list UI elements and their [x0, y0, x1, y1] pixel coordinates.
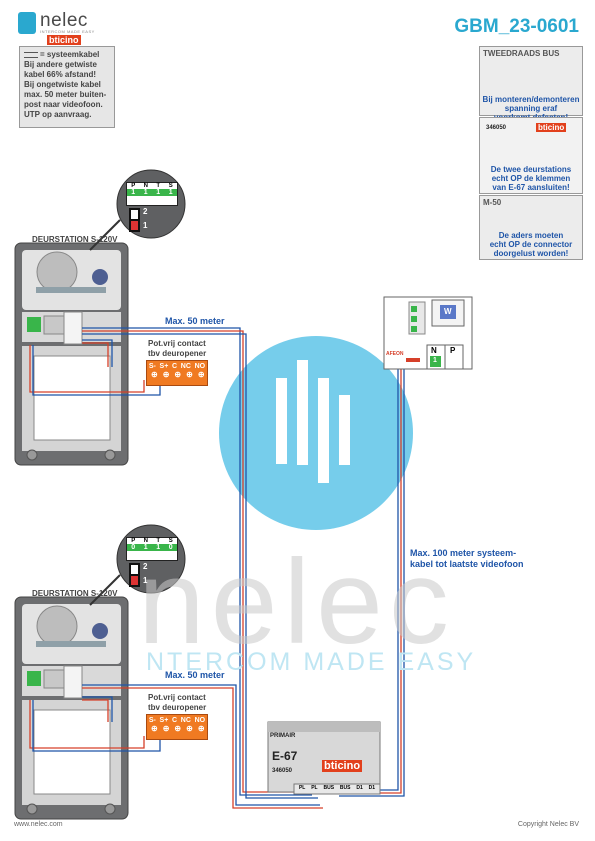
station1-title: DEURSTATION S-120V: [32, 235, 118, 244]
watermark-text: nelec: [138, 535, 455, 669]
nelec-logo-icon: [18, 12, 36, 34]
footer-copyright: Copyright Nelec BV: [517, 821, 579, 828]
footer-website[interactable]: www.nelec.com: [14, 821, 63, 828]
brand-name: nelec: [40, 10, 88, 31]
watermark-circle: [219, 336, 413, 530]
bus-warning-panel: TWEEDRAADS BUS Bij monteren/demonteren s…: [479, 46, 583, 122]
m50-panel: M-50 De aders moeten echt OP de connecto…: [479, 195, 583, 260]
door-station-2: [14, 596, 129, 820]
watermark-tagline: NTERCOM MADE EASY: [146, 648, 477, 676]
power-supply-e67: [267, 721, 381, 795]
system-cable-legend-icon: [24, 51, 38, 58]
terminal-green-1: [27, 317, 41, 332]
door-relay-1: S- S+ C NC NO ⊕⊕⊕⊕⊕: [146, 360, 208, 386]
station2-cable-length: Max. 50 meter: [165, 670, 225, 680]
watermark-logo-icon: [276, 360, 350, 483]
psu-model: E-67: [272, 749, 298, 763]
psu-terminals: PL PL BUS BUS D1 D1: [298, 785, 376, 791]
station2-relay-title: Pot.vrij contact tbv deuropener: [148, 693, 207, 712]
door-relay-2: S- S+ C NC NO ⊕⊕⊕⊕⊕: [146, 714, 208, 740]
partner-logo: bticino: [47, 35, 81, 45]
bus-connect-panel: 346050 bticino De twee deurstations echt…: [479, 117, 583, 194]
document-title: GBM_23-0601: [454, 16, 579, 37]
videophone-unit: [383, 296, 473, 370]
dip-switch-1: P N T S 1 1 1 1: [126, 182, 178, 206]
terminal-green-2: [27, 671, 41, 686]
system-cable-length: Max. 100 meter systeem- kabel tot laatst…: [410, 548, 524, 569]
station1-cable-length: Max. 50 meter: [165, 316, 225, 326]
dip-switch-2: P N T S 0 1 1 0: [126, 537, 178, 561]
brand-tagline: INTERCOM MADE EASY: [40, 29, 95, 34]
cable-note: = systeemkabel Bij andere getwiste kabel…: [19, 46, 115, 128]
door-station-1: [14, 242, 129, 466]
videophone-button-label: W: [444, 307, 452, 316]
station1-relay-title: Pot.vrij contact tbv deuropener: [148, 339, 207, 358]
station2-title: DEURSTATION S-120V: [32, 589, 118, 598]
